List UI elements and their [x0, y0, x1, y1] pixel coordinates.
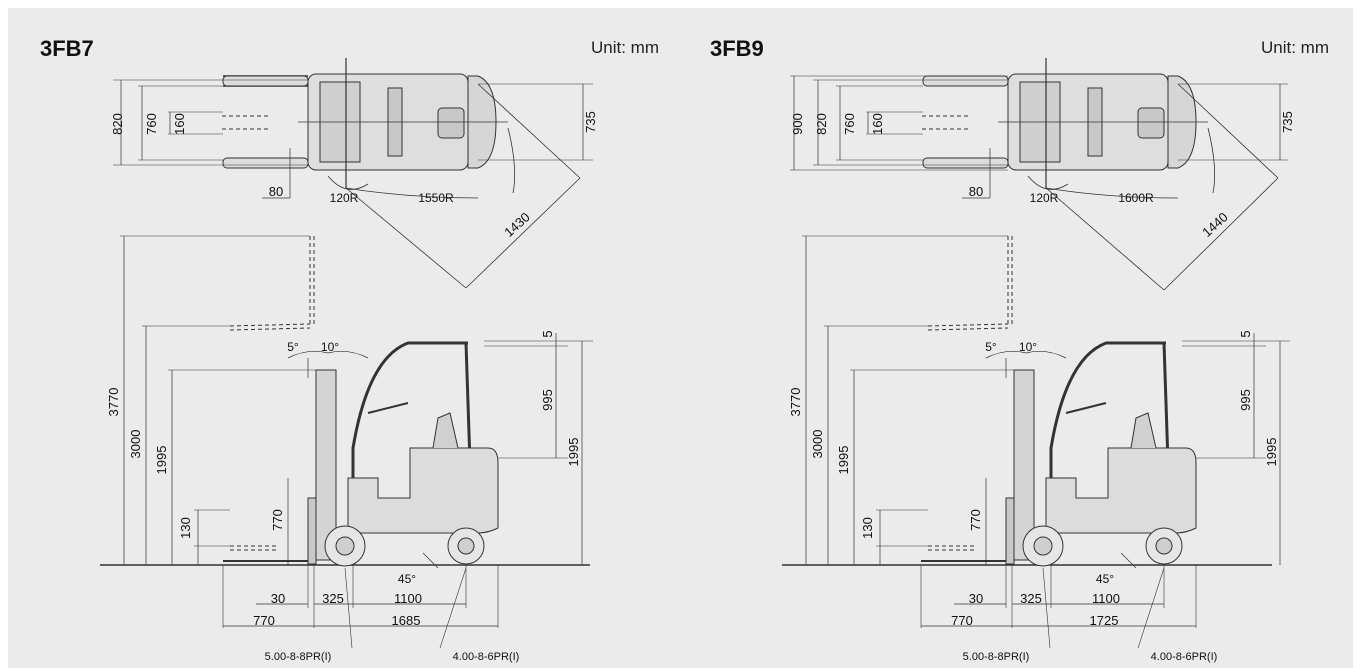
dim-lift-height: 3000 — [810, 430, 825, 459]
dim-lift-height: 3000 — [128, 430, 143, 459]
unit-label: Unit: mm — [591, 38, 659, 57]
top-view — [113, 58, 593, 289]
dim-overall-width: 820 — [814, 113, 829, 135]
dim-fork-spread: 160 — [172, 113, 187, 135]
dim-tilt-forward: 5° — [287, 340, 299, 354]
dim-overall-length: 1725 — [1090, 613, 1119, 628]
dim-seat-to-guard: 995 — [1238, 389, 1253, 411]
dim-fork-thickness: 30 — [271, 591, 285, 606]
dim-lowered-mast-height: 1995 — [836, 446, 851, 475]
diagram-panel-3fb7: 3FB7 Unit: mm — [8, 8, 683, 668]
dim-wheelbase: 1100 — [1092, 591, 1120, 606]
dim-tilt-backward: 10° — [321, 340, 339, 354]
dim-front-overhang: 325 — [1020, 591, 1042, 606]
label-rear-tire: 4.00-8-6PR(I) — [453, 651, 520, 663]
dim-aisle: 1440 — [1199, 209, 1231, 239]
dim-outer-width: 900 — [790, 113, 805, 135]
label-front-tire: 5.00-8-8PR(I) — [963, 651, 1030, 663]
dim-fork-length: 770 — [253, 613, 275, 628]
dim-fork-spread: 160 — [870, 113, 885, 135]
label-front-tire: 5.00-8-8PR(I) — [265, 651, 332, 663]
dim-tread-width: 760 — [144, 113, 159, 135]
dim-max-height: 3770 — [788, 388, 803, 417]
dim-front-overhang: 325 — [322, 591, 344, 606]
dim-overall-length: 1685 — [392, 613, 421, 628]
dim-seat-to-guard: 995 — [540, 389, 555, 411]
dim-fork-height: 770 — [270, 509, 285, 531]
dim-tilt-forward: 5° — [985, 340, 997, 354]
dim-ground-angle: 45° — [1096, 572, 1114, 586]
dim-outer-turning-radius: 1600R — [1118, 191, 1154, 205]
dim-rear-width: 735 — [1280, 111, 1295, 133]
dim-free-lift: 130 — [860, 517, 875, 539]
side-view — [782, 235, 1290, 649]
dim-rear-width: 735 — [583, 111, 598, 133]
forklift-dimension-drawing: 820 760 160 735 80 120R 1550R 1430 — [100, 58, 598, 663]
diagram-panel-3fb9: 3FB9 Unit: mm — [678, 8, 1353, 668]
unit-label: Unit: mm — [1261, 38, 1329, 57]
dim-outer-turning-radius: 1550R — [418, 191, 454, 205]
dim-tread-width: 760 — [842, 113, 857, 135]
dim-guard-top: 5 — [540, 330, 555, 337]
dim-wheelbase: 1100 — [394, 591, 422, 606]
dim-ground-angle: 45° — [398, 572, 416, 586]
label-rear-tire: 4.00-8-6PR(I) — [1151, 651, 1218, 663]
dim-fork-length: 770 — [951, 613, 973, 628]
model-title: 3FB9 — [710, 36, 764, 61]
dim-aisle: 1430 — [501, 209, 533, 239]
top-view — [790, 58, 1288, 291]
dim-guard-height: 1995 — [1264, 438, 1279, 467]
dim-guard-top: 5 — [1238, 330, 1253, 337]
dim-fork-offset: 80 — [269, 184, 283, 199]
dim-lowered-mast-height: 1995 — [154, 446, 169, 475]
dim-inner-turning-radius: 120R — [1030, 191, 1059, 205]
dim-overall-width: 820 — [110, 113, 125, 135]
dim-fork-offset: 80 — [969, 184, 983, 199]
dim-tilt-backward: 10° — [1019, 340, 1037, 354]
side-view — [100, 235, 593, 649]
dim-fork-height: 770 — [968, 509, 983, 531]
dim-fork-thickness: 30 — [969, 591, 983, 606]
dim-max-height: 3770 — [106, 388, 121, 417]
dim-inner-turning-radius: 120R — [330, 191, 359, 205]
dim-free-lift: 130 — [178, 517, 193, 539]
model-title: 3FB7 — [40, 36, 94, 61]
dim-guard-height: 1995 — [566, 438, 581, 467]
forklift-dimension-drawing: 900 820 760 160 735 80 120R 1600R 1440 — [782, 58, 1295, 663]
